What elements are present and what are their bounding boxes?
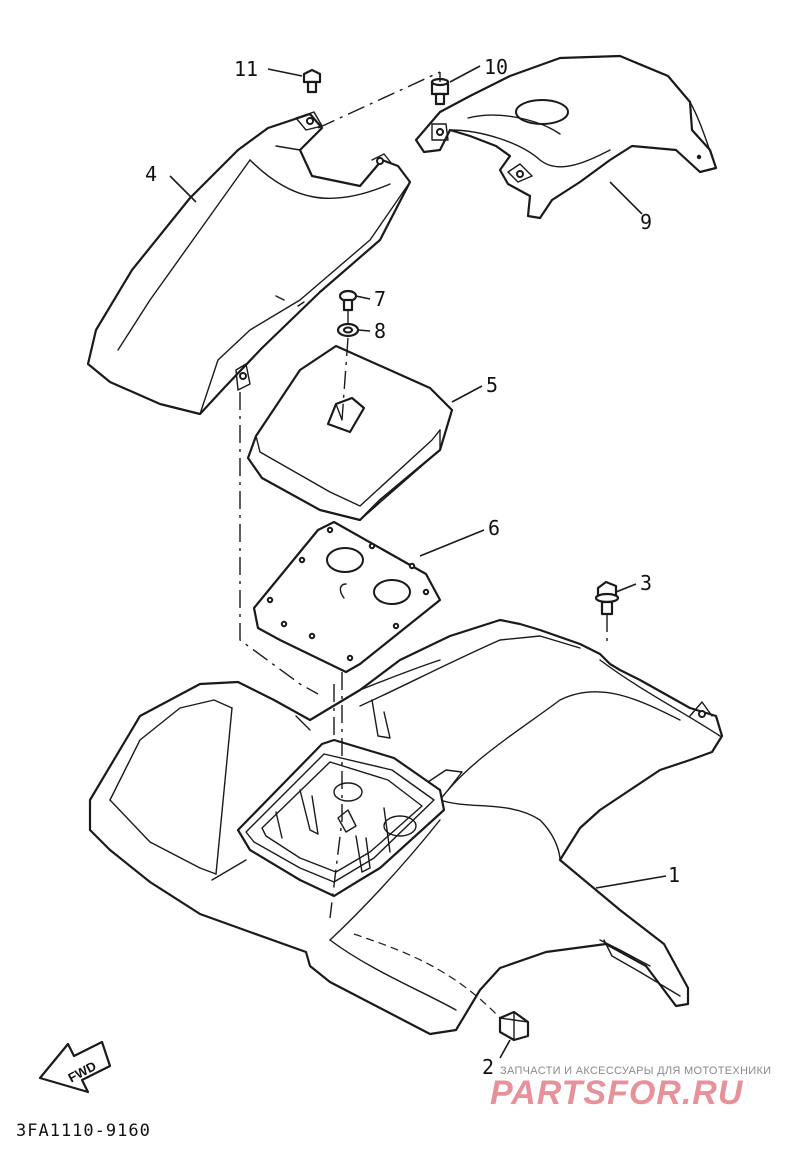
callout-4: 4 — [145, 162, 157, 186]
part-9-rear-flap — [414, 54, 718, 220]
callout-11: 11 — [234, 57, 258, 81]
part-7-screw — [338, 289, 358, 312]
watermark-tagline: ЗАПЧАСТИ И АКСЕССУАРЫ ДЛЯ МОТОТЕХНИКИ — [500, 1065, 771, 1077]
part-5-cover-box — [246, 344, 454, 522]
watermark-brand: PARTSFOR.RU — [490, 1074, 744, 1112]
callout-2: 2 — [482, 1055, 494, 1079]
callout-10: 10 — [484, 55, 508, 79]
part-11-screw — [302, 68, 322, 94]
part-8-washer — [336, 322, 360, 338]
watermark: ЗАПЧАСТИ И АКСЕССУАРЫ ДЛЯ МОТОТЕХНИКИ PA… — [490, 1065, 771, 1112]
part-10-bolt — [430, 77, 450, 106]
part-2-bolt — [498, 1010, 530, 1042]
part-1-main-fender — [88, 618, 724, 1036]
callout-9: 9 — [640, 210, 652, 234]
part-6-gasket-plate — [252, 520, 442, 674]
part-3-flange-bolt — [594, 580, 620, 616]
callout-7: 7 — [374, 287, 386, 311]
diagram-code: 3FA1110-9160 — [16, 1121, 151, 1141]
callout-8: 8 — [374, 319, 386, 343]
callout-3: 3 — [640, 571, 652, 595]
leader-lines — [169, 65, 667, 1059]
callout-5: 5 — [486, 373, 498, 397]
callout-1: 1 — [668, 863, 680, 887]
callout-6: 6 — [488, 516, 500, 540]
fwd-arrow-icon: FWD — [38, 1040, 112, 1094]
callouts: 11 10 4 9 7 8 5 6 3 1 2 — [145, 55, 680, 1079]
part-4-rear-fender — [86, 111, 412, 416]
assembly-lines — [239, 71, 608, 1019]
